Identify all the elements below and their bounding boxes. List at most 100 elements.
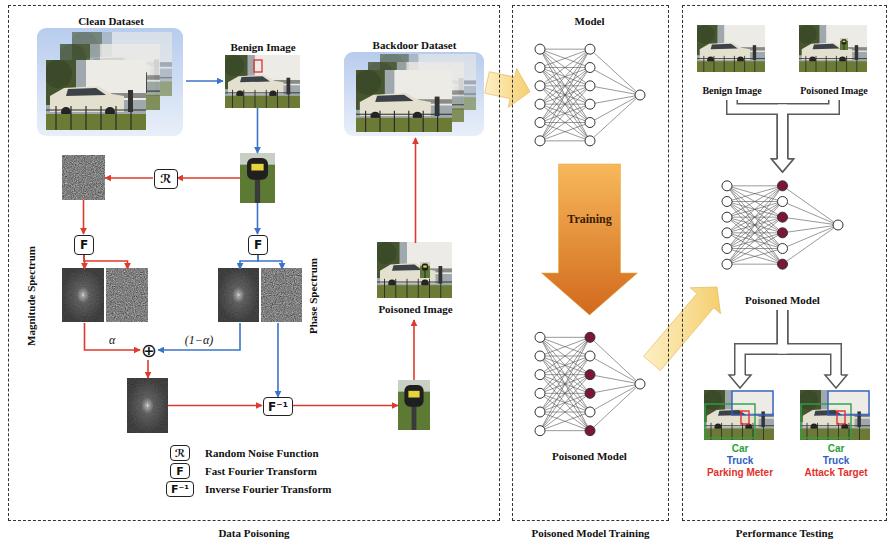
neural-network [585, 388, 595, 398]
neural-network [535, 370, 545, 380]
neural-network [727, 217, 783, 264]
neural-network [783, 217, 839, 225]
detection-result: CarTruckParking Meter [702, 389, 778, 491]
flow-arrow [257, 203, 259, 234]
operator-box: F [248, 235, 268, 255]
dataset-stack-picture [37, 28, 183, 136]
neural-network [540, 49, 590, 67]
neural-network [722, 259, 732, 269]
operator-symbol: F⁻¹ [268, 400, 288, 414]
neural-network [540, 337, 590, 338]
neural-network [727, 186, 783, 264]
detection-box [705, 404, 755, 438]
neural-network [727, 186, 783, 217]
neural-network [535, 63, 545, 73]
image-thumbnail: Benign Image [223, 39, 303, 109]
photo [696, 25, 765, 72]
class-label: Parking Meter [707, 467, 773, 479]
legend-row: Random Noise Function [205, 445, 319, 461]
class-label: Car [828, 443, 845, 455]
photo [254, 60, 262, 72]
neural-network [590, 86, 640, 95]
neural-network [540, 337, 590, 393]
hollow-arrows [732, 100, 836, 375]
neural-network [540, 49, 590, 122]
neural-network [727, 186, 783, 233]
flow-arrow [257, 108, 259, 153]
neural-network [727, 186, 783, 264]
neural-network [722, 212, 732, 222]
hollow-arrow [772, 159, 794, 172]
neural-network [635, 90, 645, 100]
heading: Backdoor Dataset [373, 39, 457, 52]
neural-network [540, 337, 590, 412]
flow-arrow [168, 405, 262, 407]
neural-network [727, 202, 783, 265]
legend-text: Fast Fourier Transform [205, 465, 317, 477]
neural-network [722, 181, 843, 269]
spectrum-pair: Phase Spectrum [219, 269, 303, 323]
panel-caption: Data Poisoning [218, 527, 289, 540]
neural-network [778, 259, 788, 269]
flow-arrow [177, 177, 240, 179]
spectrum-pair: Magnitude Spectrum [63, 269, 149, 323]
neural-network [585, 99, 595, 109]
neural-network [535, 44, 843, 436]
neural-network [540, 49, 590, 67]
photo [420, 262, 430, 278]
neural-network [540, 412, 590, 431]
block-arrows [485, 68, 721, 370]
neural-network [635, 379, 645, 389]
panel-caption: Poisoned Model Training [531, 527, 649, 540]
neural-network [783, 225, 839, 264]
network-model: Model [528, 13, 651, 156]
neural-network [585, 136, 595, 146]
neural-network [540, 375, 590, 431]
neural-network [540, 104, 590, 141]
neural-network [727, 186, 783, 249]
neural-network [535, 44, 645, 146]
hollow-arrow [729, 375, 751, 388]
neural-network [540, 104, 590, 141]
photo [240, 153, 275, 203]
spectrum-image [106, 268, 148, 322]
flow-arrow [415, 138, 417, 243]
operator-symbol: ℛ [160, 172, 171, 186]
heading: Poisoned Model [745, 294, 820, 307]
neural-network [590, 375, 640, 384]
spectrum-image [62, 155, 105, 200]
neural-network [585, 370, 595, 380]
neural-network [783, 225, 839, 233]
heading: Benign Image [230, 41, 295, 54]
neural-network [540, 375, 590, 431]
photo [703, 390, 774, 440]
heading: Poisoned Image [378, 303, 452, 316]
operator-symbol: ⊕ [141, 341, 157, 360]
neural-network [585, 118, 595, 128]
neural-network [540, 337, 590, 430]
operator-box: F⁻¹ [263, 397, 293, 416]
flow-arrow [85, 323, 141, 350]
hollow-arrows [729, 159, 847, 388]
neural-network [590, 384, 640, 431]
neural-network [590, 337, 640, 384]
axis-heading: Phase Spectrum [307, 258, 320, 334]
edge-label: α [107, 333, 117, 347]
neural-network [833, 220, 843, 230]
neural-network [722, 197, 732, 207]
neural-network [540, 123, 590, 141]
class-label: Truck [727, 455, 754, 467]
neural-network [590, 384, 640, 393]
spectrum-image [261, 268, 302, 322]
neural-network [540, 86, 590, 141]
flow-arrows [84, 81, 416, 397]
neural-network [540, 337, 590, 374]
neural-network [585, 81, 595, 91]
dataset-stack-picture [344, 52, 484, 136]
neural-network [540, 356, 590, 431]
legend-symbol: ℛ [170, 445, 190, 461]
heading: Poisoned Image [800, 85, 868, 97]
spectrum-image [62, 155, 302, 433]
spectrum-image [127, 378, 168, 433]
panel: Data PoisoningClean DatasetBenign ImageB… [8, 5, 500, 521]
